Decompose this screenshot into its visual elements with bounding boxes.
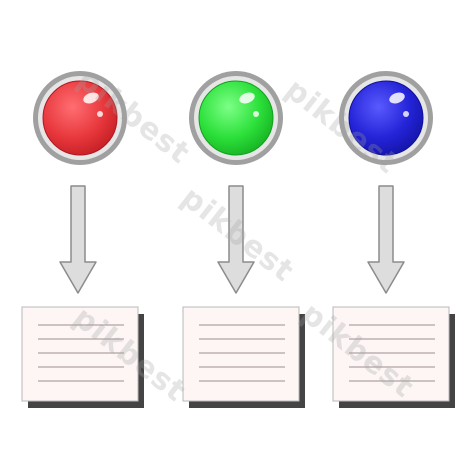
blue-button[interactable] [339,71,433,165]
button-face [42,80,118,156]
column-red [21,71,144,408]
down-arrow-icon [59,185,97,294]
card-body [332,306,450,402]
column-green [182,71,305,408]
note-card [182,306,305,408]
button-face [198,80,274,156]
button-highlight-dot [97,111,103,117]
column-blue [332,71,455,408]
down-arrow-icon [217,185,255,294]
button-highlight [239,92,255,104]
button-highlight-dot [253,111,259,117]
button-highlight [83,92,99,104]
red-button[interactable] [33,71,127,165]
green-button[interactable] [189,71,283,165]
button-face [348,80,424,156]
button-highlight [389,92,405,104]
button-highlight-dot [403,111,409,117]
card-body [21,306,139,402]
note-card [332,306,455,408]
note-card [21,306,144,408]
card-body [182,306,300,402]
down-arrow-icon [367,185,405,294]
